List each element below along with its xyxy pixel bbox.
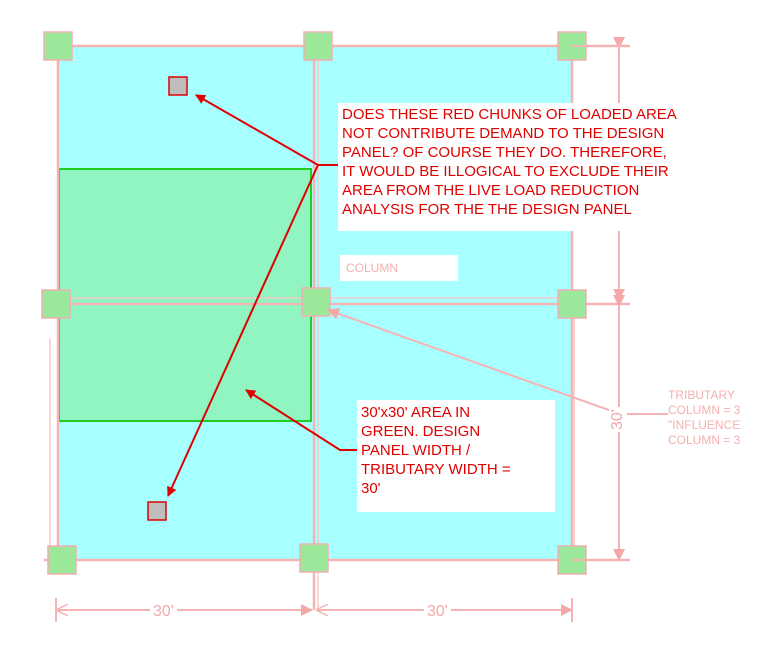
column-marker (43, 31, 73, 61)
red-chunks-note: DOES THESE RED CHUNKS OF LOADED AREA NOT… (338, 103, 746, 231)
arrow-to-bottom-chunk (167, 164, 319, 497)
tributary-label: TRIBUTARY COLUMN = 3 "INFLUENCE COLUMN =… (668, 388, 741, 447)
column-marker (303, 31, 333, 61)
loaded-area-chunk-top (168, 76, 188, 96)
arrow-to-top-chunk (195, 94, 319, 166)
column-marker (41, 289, 71, 319)
dimension-bottom-left: 30' (150, 603, 177, 621)
dimension-right-vertical: 30' (609, 407, 627, 432)
column-label: COLUMN (340, 255, 458, 281)
annotation-arrows (167, 94, 357, 497)
dimension-bottom-right: 30' (424, 603, 451, 621)
arrow-to-design-panel (245, 389, 357, 451)
column-marker (557, 289, 587, 319)
column-marker (47, 545, 77, 575)
column-marker (299, 543, 329, 573)
design-panel (58, 168, 312, 422)
column-marker (301, 287, 331, 317)
loaded-area-chunk-bottom (147, 501, 167, 521)
green-area-note: 30'x30' AREA IN GREEN. DESIGN PANEL WIDT… (357, 400, 555, 512)
